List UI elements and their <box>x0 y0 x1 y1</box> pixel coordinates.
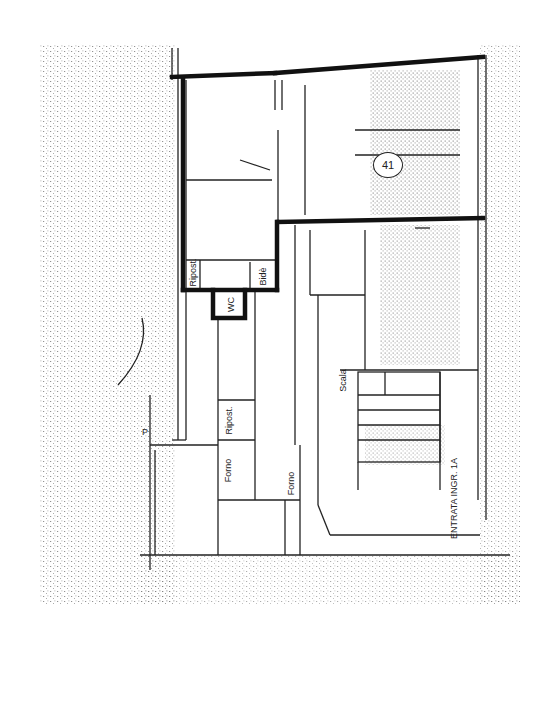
room-label: ENTRATA INGR. 1A <box>451 457 460 538</box>
room-label: Ripost. <box>188 258 197 286</box>
room-label: Bidè <box>258 267 267 285</box>
node-text: 41 <box>382 159 394 171</box>
room-label: Scala <box>338 369 347 392</box>
room-label: Ripost. <box>224 406 233 434</box>
room-label: Forno <box>224 458 233 482</box>
room-label: Forno <box>287 471 296 495</box>
room-label: WC <box>227 297 236 312</box>
circled-number: 41 <box>373 152 403 178</box>
room-label: P <box>142 428 148 437</box>
